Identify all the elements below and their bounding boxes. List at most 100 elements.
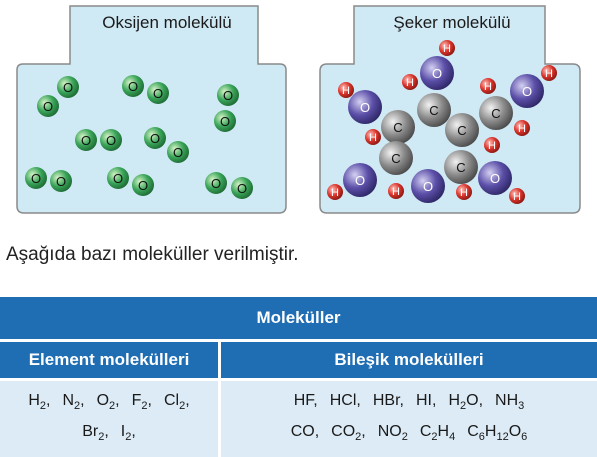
oxygen-atom: O	[147, 82, 169, 104]
svg-text:O: O	[223, 88, 233, 103]
oxygen-atom: O	[348, 90, 382, 124]
svg-text:C: C	[457, 123, 466, 138]
svg-text:H: H	[392, 186, 400, 198]
element-molecules-header: Element molekülleri	[0, 342, 218, 378]
oxygen-atom: O	[231, 177, 253, 199]
svg-text:O: O	[522, 84, 532, 99]
hydrogen-atom: H	[402, 74, 418, 90]
oxygen-atom: O	[107, 167, 129, 189]
oxygen-atom: O	[57, 76, 79, 98]
formula-row: Br2,I2,	[76, 419, 142, 450]
oxygen-atom: O	[478, 161, 512, 195]
svg-text:H: H	[513, 191, 521, 203]
svg-text:O: O	[81, 133, 91, 148]
hydrogen-atom: H	[514, 120, 530, 136]
sugar-molecule-label: Şeker molekülü	[393, 13, 510, 32]
oxygen-atom: O	[167, 141, 189, 163]
formula: CO,	[290, 423, 320, 440]
hydrogen-atom: H	[388, 183, 404, 199]
hydrogen-atom: H	[484, 137, 500, 153]
hydrogen-atom: H	[480, 78, 496, 94]
oxygen-atom: O	[132, 174, 154, 196]
svg-text:H: H	[331, 187, 339, 199]
oxygen-atom: O	[205, 172, 227, 194]
oxygen-molecule-label: Oksijen molekülü	[102, 13, 231, 32]
svg-text:O: O	[490, 171, 500, 186]
formula: Cl2,	[163, 391, 190, 412]
formula: CO2,	[331, 423, 366, 444]
svg-text:H: H	[484, 81, 492, 93]
svg-text:O: O	[43, 99, 53, 114]
oxygen-atom: O	[144, 127, 166, 149]
carbon-atom: C	[445, 113, 479, 147]
oxygen-container	[16, 5, 287, 214]
svg-text:O: O	[220, 114, 230, 129]
svg-text:C: C	[491, 106, 500, 121]
svg-text:C: C	[393, 120, 402, 135]
svg-text:H: H	[369, 132, 377, 144]
hydrogen-atom: H	[509, 188, 525, 204]
svg-text:O: O	[153, 86, 163, 101]
carbon-atom: C	[381, 110, 415, 144]
oxygen-atom: O	[217, 84, 239, 106]
svg-text:O: O	[432, 66, 442, 81]
formula: HBr,	[372, 391, 404, 409]
svg-text:O: O	[423, 179, 433, 194]
intro-text: Aşağıda bazı moleküller verilmiştir.	[6, 244, 299, 265]
formula: NH3	[495, 391, 525, 412]
formula: C6H12O6	[467, 423, 528, 444]
svg-text:C: C	[391, 151, 400, 166]
svg-text:H: H	[518, 123, 526, 135]
svg-text:O: O	[173, 145, 183, 160]
formula: HI,	[415, 391, 437, 409]
hydrogen-atom: H	[456, 184, 472, 200]
formula: H2,	[28, 391, 51, 412]
oxygen-atom: O	[411, 169, 445, 203]
svg-text:O: O	[128, 79, 138, 94]
oxygen-atom: O	[122, 75, 144, 97]
svg-text:O: O	[237, 181, 247, 196]
formula: HF,	[293, 391, 318, 409]
svg-text:O: O	[211, 176, 221, 191]
svg-text:O: O	[138, 178, 148, 193]
carbon-atom: C	[417, 93, 451, 127]
svg-text:O: O	[113, 171, 123, 186]
hydrogen-atom: H	[365, 129, 381, 145]
svg-text:O: O	[31, 171, 41, 186]
svg-text:H: H	[443, 43, 451, 55]
oxygen-atom: O	[37, 95, 59, 117]
formula: I2,	[120, 423, 136, 444]
oxygen-atom: O	[343, 163, 377, 197]
carbon-atom: C	[479, 96, 513, 130]
hydrogen-atom: H	[439, 40, 455, 56]
svg-text:O: O	[56, 174, 66, 189]
formula-row: H2,N2,O2,F2,Cl2,	[22, 388, 195, 419]
table-title: Moleküller	[0, 297, 597, 339]
formula: O2,	[96, 391, 120, 412]
oxygen-atom: O	[510, 74, 544, 108]
svg-text:C: C	[429, 103, 438, 118]
svg-text:H: H	[545, 68, 553, 80]
formula: N2,	[62, 391, 85, 412]
oxygen-atom: O	[214, 110, 236, 132]
formula: C2H4	[419, 423, 456, 444]
hydrogen-atom: H	[327, 184, 343, 200]
oxygen-atom: O	[75, 129, 97, 151]
svg-text:O: O	[106, 133, 116, 148]
oxygen-atom: O	[420, 56, 454, 90]
svg-text:O: O	[63, 80, 73, 95]
element-molecules-cell: H2,N2,O2,F2,Cl2,Br2,I2,	[0, 381, 218, 457]
svg-text:H: H	[488, 140, 496, 152]
formula: HCl,	[329, 391, 361, 409]
svg-text:O: O	[355, 173, 365, 188]
svg-text:O: O	[150, 131, 160, 146]
compound-molecules-header: Bileşik molekülleri	[221, 342, 597, 378]
svg-text:H: H	[406, 77, 414, 89]
formula: H2O,	[448, 391, 484, 412]
formula-row: HF, HCl, HBr, HI, H2O, NH3	[288, 388, 531, 419]
carbon-atom: C	[444, 150, 478, 184]
